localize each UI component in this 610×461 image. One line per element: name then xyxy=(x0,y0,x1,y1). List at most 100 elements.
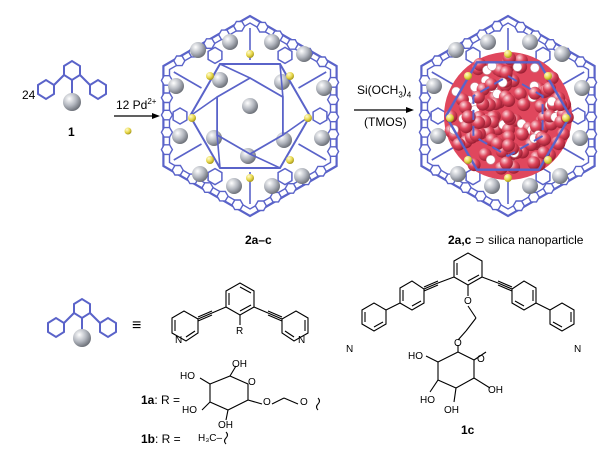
cage-inner-frame xyxy=(168,22,332,210)
cage-edge-ring xyxy=(326,146,340,158)
cage-side-group-sphere xyxy=(264,178,280,194)
palladium-node xyxy=(286,156,294,164)
cage-mid-ring xyxy=(207,46,223,65)
cage-edge-ring xyxy=(171,164,185,176)
cage-edge-ring xyxy=(418,144,432,156)
ligand-1c-structure xyxy=(361,252,575,403)
oh-1a-b: HO xyxy=(180,371,195,382)
cage-edge-ring xyxy=(459,182,472,194)
silica-atom-si xyxy=(529,63,540,73)
pyridine-n-left: N xyxy=(175,335,183,346)
cage-side-group-sphere xyxy=(296,46,312,62)
cage-edge-ring xyxy=(542,182,556,194)
reaction-arrow-2 xyxy=(354,107,414,113)
silica-reagent-abbr: (TMOS) xyxy=(364,115,407,129)
silica-atom-o xyxy=(534,100,548,113)
product-label: 2a,c ⊃ silica nanoparticle xyxy=(448,234,583,246)
pyridine-n-right: N xyxy=(298,335,306,346)
cage-side-group-sphere xyxy=(450,166,466,182)
silica-atom-o xyxy=(472,116,486,130)
palladium-node xyxy=(246,50,254,58)
cage-edge-ring xyxy=(286,39,299,50)
cage-edge-ring xyxy=(232,20,246,32)
cage-side-group-sphere xyxy=(572,130,588,146)
silica-atom-o xyxy=(459,120,473,134)
cage-edge-ring xyxy=(474,190,487,202)
palladium-node xyxy=(206,72,214,80)
cage-side-group-sphere xyxy=(430,128,446,144)
cage-side-group-sphere xyxy=(522,34,538,50)
cage-edge-ring xyxy=(201,182,214,194)
cage-edge-ring xyxy=(489,199,502,211)
cage-side-group-sphere xyxy=(172,128,188,144)
cage-side-group-sphere xyxy=(554,46,570,62)
cage-edge-ring xyxy=(284,182,298,194)
cage-spoke xyxy=(298,143,327,161)
oh-1a-a: OH xyxy=(232,359,247,370)
cage-side-group-sphere xyxy=(484,178,500,194)
cage-edge-ring xyxy=(490,20,504,32)
palladium-dot xyxy=(124,127,132,135)
ether-o-1a-2: O xyxy=(300,397,308,408)
silica-reagent-2: ) xyxy=(402,83,407,97)
palladium-node xyxy=(504,50,512,58)
cage-inner-link xyxy=(219,63,251,79)
cage-silica-nanoparticle-graphic xyxy=(418,14,598,218)
silica-atom-o xyxy=(513,87,527,101)
cage-edge-ring xyxy=(160,144,174,156)
ligand-1ab-structure xyxy=(171,282,309,342)
cage-edge-ring xyxy=(256,21,269,33)
ring-o-1c: O xyxy=(477,354,485,365)
silica-atom-o xyxy=(556,127,570,141)
silica-sub-1: 3 xyxy=(398,90,403,100)
silica-atom-o xyxy=(501,138,515,152)
cage-edge-ring xyxy=(172,55,186,67)
cage-edge-ring xyxy=(315,56,329,68)
cage-side-group-sphere xyxy=(264,34,280,50)
cage-outer-frame xyxy=(420,14,596,218)
product-label-bold: 2a,c xyxy=(448,233,472,247)
silica-atom-o xyxy=(528,86,542,100)
cage-side-group-sphere xyxy=(316,80,332,96)
cage-spoke xyxy=(298,71,327,89)
silica-atom-o xyxy=(527,156,541,170)
palladium-node xyxy=(286,72,294,80)
r-group-label: R xyxy=(236,326,244,337)
silica-reagent: Si(OCH3)4 xyxy=(357,84,411,99)
cage-edge-ring xyxy=(572,165,586,177)
cage-side-group-sphere xyxy=(448,42,464,58)
cage-side-group-sphere xyxy=(522,178,538,194)
ligand-1c-label: 1c xyxy=(461,423,475,437)
cage-2a-c-graphic xyxy=(160,14,340,218)
cage-edge-ring xyxy=(584,111,598,123)
label-1b-id: 1b xyxy=(141,432,156,446)
cage-edge-ring xyxy=(314,165,328,177)
cage-inner-link xyxy=(279,63,284,98)
cage-edge-ring xyxy=(254,200,268,212)
cage-edge-ring xyxy=(160,126,174,138)
oh-1a-c: HO xyxy=(182,405,197,416)
cage-edge-ring xyxy=(418,126,432,138)
cage-edge-ring xyxy=(418,92,432,104)
cage-edge-ring xyxy=(514,21,527,33)
pyridine-1c-n-left: N xyxy=(346,344,354,355)
silica-atom-o xyxy=(452,137,466,151)
palladium-node xyxy=(562,114,570,122)
cage-mid-ring xyxy=(207,167,223,186)
cage-side-group-sphere xyxy=(192,166,208,182)
equivalence-symbol: ≡ xyxy=(132,317,142,334)
silica-atom-o xyxy=(517,98,531,112)
product-label-rest: ⊃ silica nanoparticle xyxy=(471,233,584,247)
cage-side-group-sphere xyxy=(426,78,442,94)
cage-edge-ring xyxy=(430,55,444,67)
cage-mid-ring xyxy=(430,107,446,125)
reaction-arrow-1 xyxy=(114,113,160,119)
palladium-node xyxy=(464,156,472,164)
palladium-node xyxy=(188,114,196,122)
cage-inner-strand xyxy=(444,61,572,171)
cage-edge-ring xyxy=(160,109,174,121)
cage-mid-ring xyxy=(277,46,293,65)
cage-edge-ring xyxy=(326,94,340,106)
glyco-o-1c: O xyxy=(454,338,462,349)
